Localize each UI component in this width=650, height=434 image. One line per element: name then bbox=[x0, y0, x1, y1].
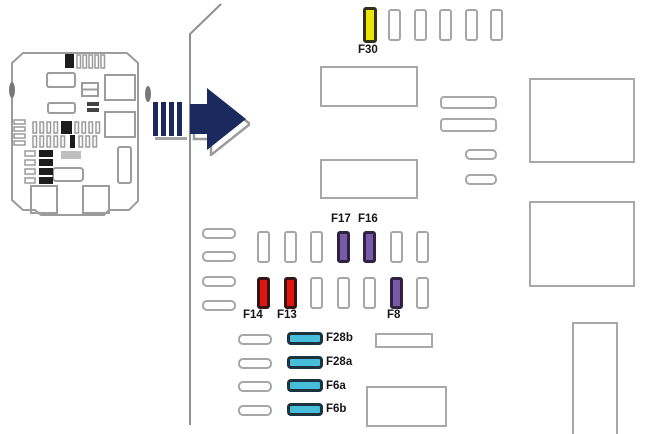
fuse-F8 bbox=[390, 277, 403, 309]
fuse-label-f6a: F6a bbox=[326, 380, 346, 392]
fuse-F28a bbox=[287, 356, 323, 369]
fuse-label-f30: F30 bbox=[358, 44, 378, 56]
fuse-slot-top-2 bbox=[388, 9, 401, 41]
bottom-slot-2 bbox=[238, 358, 272, 369]
fuse-slot-r2c5 bbox=[363, 277, 376, 309]
fuse-F30 bbox=[363, 7, 377, 43]
module-box-upper bbox=[529, 78, 635, 163]
mini-slot-left-2 bbox=[202, 251, 236, 262]
mini-slot-left-3 bbox=[202, 276, 236, 287]
bottom-slot-4 bbox=[238, 405, 272, 416]
fuse-F28b bbox=[287, 332, 323, 345]
fuse-slot-r1c6 bbox=[390, 231, 403, 263]
fuse-F16 bbox=[363, 231, 376, 263]
mini-slot-left-4 bbox=[202, 300, 236, 311]
relay-outline-2 bbox=[320, 159, 418, 199]
connector-slot-small-2 bbox=[465, 174, 497, 185]
connector-bar-1 bbox=[440, 96, 497, 109]
fuse-label-f16: F16 bbox=[358, 213, 378, 225]
fuse-holder-rect-large bbox=[366, 386, 447, 427]
fuse-label-f17: F17 bbox=[331, 213, 351, 225]
fuse-slot-top-4 bbox=[439, 9, 452, 41]
fuse-F14 bbox=[257, 277, 270, 309]
mini-slot-left-1 bbox=[202, 228, 236, 239]
zoom-arrow-icon bbox=[153, 88, 250, 156]
fuse-label-f28a: F28a bbox=[326, 356, 353, 368]
bottom-slot-1 bbox=[238, 334, 272, 345]
fuse-slot-r2c7 bbox=[416, 277, 429, 309]
fuse-slot-top-6 bbox=[490, 9, 503, 41]
fuse-slot-top-5 bbox=[465, 9, 478, 41]
fuse-slot-r1c3 bbox=[310, 231, 323, 263]
fuse-slot-r1c2 bbox=[284, 231, 297, 263]
fuse-label-f13: F13 bbox=[277, 309, 297, 321]
fuse-holder-rect-small bbox=[375, 333, 433, 348]
fuse-box-overview-icon bbox=[9, 52, 151, 216]
fuse-label-f14: F14 bbox=[243, 309, 263, 321]
fuse-F6b bbox=[287, 403, 323, 416]
fuse-slot-r2c3 bbox=[310, 277, 323, 309]
fuse-F6a bbox=[287, 379, 323, 392]
fuse-slot-r1c1 bbox=[257, 231, 270, 263]
connector-bar-2 bbox=[440, 118, 497, 132]
fuse-slot-top-3 bbox=[414, 9, 427, 41]
relay-outline-1 bbox=[320, 66, 418, 107]
bottom-slot-3 bbox=[238, 381, 272, 392]
connector-slot-small-1 bbox=[465, 149, 497, 160]
fuse-slot-r1c7 bbox=[416, 231, 429, 263]
fuse-slot-r2c4 bbox=[337, 277, 350, 309]
fuse-F13 bbox=[284, 277, 297, 309]
fuse-label-f28b: F28b bbox=[326, 332, 353, 344]
fuse-label-f6b: F6b bbox=[326, 403, 347, 415]
fuse-label-f8: F8 bbox=[387, 309, 401, 321]
module-box-lower bbox=[529, 201, 635, 287]
fuse-F17 bbox=[337, 231, 350, 263]
module-box-bottom bbox=[572, 322, 618, 434]
